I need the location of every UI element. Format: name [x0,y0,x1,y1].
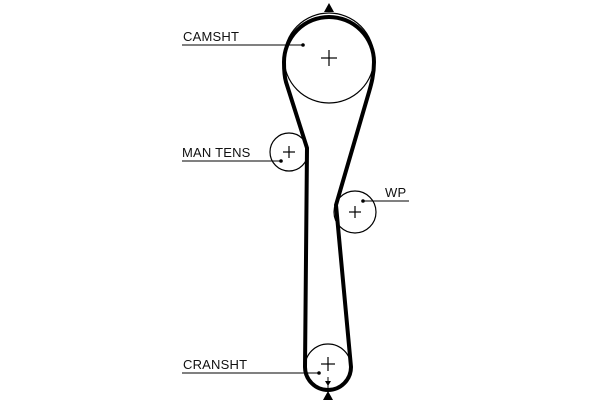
crankshaft-center-cross [321,357,335,371]
water-pump-label: WP [385,185,406,200]
crankshaft-pulley-mark [325,381,331,386]
camshaft-leader [182,43,305,47]
man-tensioner-label: MAN TENS [182,145,251,160]
man-tensioner-center-cross [283,146,295,158]
crankshaft-leader [182,371,321,375]
camshaft-label: CAMSHT [183,29,239,44]
water-pump-leader [361,199,409,203]
crankshaft-timing-mark-triangle [323,391,333,400]
camshaft-timing-mark-triangle [324,3,334,12]
crankshaft-label: CRANSHT [183,357,247,372]
camshaft-center-cross [321,50,337,66]
man-tensioner-leader [182,159,283,163]
timing-belt [282,15,376,392]
water-pump-center-cross [349,206,361,218]
